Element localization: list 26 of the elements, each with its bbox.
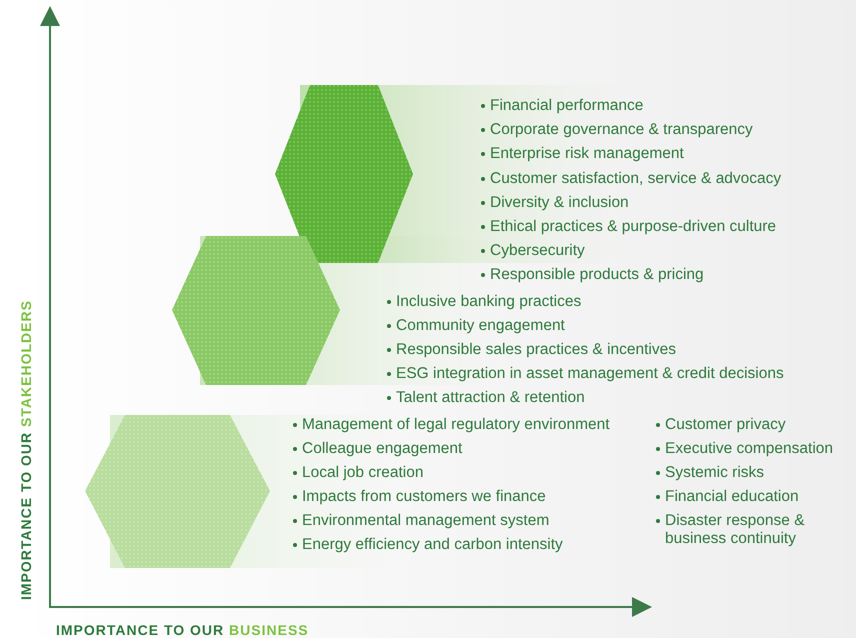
list-item: Inclusive banking practices xyxy=(386,293,582,311)
y-axis-title: IMPORTANCE TO OUR STAKEHOLDERS xyxy=(18,300,34,600)
list-item: Financial performance xyxy=(480,97,644,115)
list-item: Executive compensation xyxy=(655,440,834,458)
list-item: Disaster response & business continuity xyxy=(655,512,825,548)
list-item: Diversity & inclusion xyxy=(480,194,629,212)
list-item: Environmental management system xyxy=(292,512,550,530)
list-item: Customer privacy xyxy=(655,416,786,434)
list-item: ESG integration in asset management & credit decisions xyxy=(386,365,784,383)
list-item: Enterprise risk management xyxy=(480,145,684,164)
list-item: Colleague engagement xyxy=(292,440,462,458)
list-item: Responsible sales practices & incentives xyxy=(386,341,676,359)
list-item: Impacts from customers we finance xyxy=(292,488,546,506)
list-item: Ethical practices & purpose-driven culture xyxy=(480,218,776,236)
list-item: Responsible products & pricing xyxy=(480,266,704,284)
list-item: Financial education xyxy=(655,488,799,506)
list-item: Systemic risks xyxy=(655,464,764,482)
list-item: Local job creation xyxy=(292,464,424,482)
list-item: Cybersecurity xyxy=(480,242,585,260)
list-item: Management of legal regulatory environment xyxy=(292,416,610,434)
list-item: Energy efficiency and carbon intensity xyxy=(292,536,563,554)
list-item: Community engagement xyxy=(386,317,565,335)
list-item: Talent attraction & retention xyxy=(386,389,585,407)
list-item: Corporate governance & transparency xyxy=(480,121,753,140)
x-axis-title: IMPORTANCE TO OUR BUSINESS xyxy=(56,622,309,638)
list-item: Customer satisfaction, service & advocacy xyxy=(480,170,782,188)
